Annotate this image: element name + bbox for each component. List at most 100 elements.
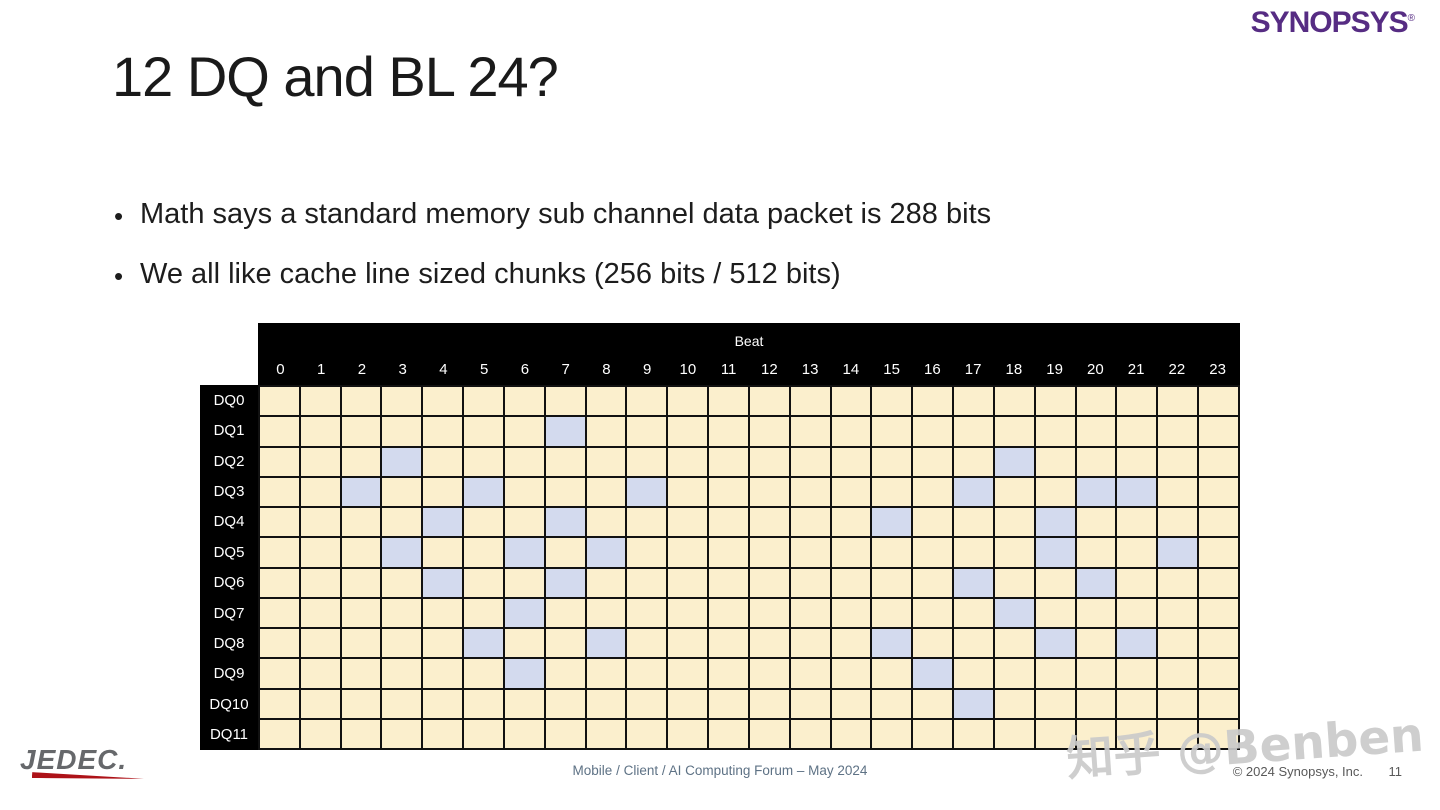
table-cell-DQ0-beat8 xyxy=(586,387,626,416)
table-cell-DQ11-beat12 xyxy=(749,719,789,748)
table-cell-DQ0-beat6 xyxy=(504,387,544,416)
table-cell-DQ4-beat6 xyxy=(504,508,544,537)
table-cell-DQ6-beat8 xyxy=(586,568,626,597)
table-cell-DQ4-beat1 xyxy=(300,508,340,537)
table-cell-DQ2-beat9 xyxy=(627,447,667,476)
table-cell-DQ1-beat19 xyxy=(1035,417,1075,446)
table-cell-DQ8-beat16 xyxy=(913,629,953,658)
table-cell-DQ5-beat18 xyxy=(994,538,1034,567)
table-cell-DQ2-beat17 xyxy=(954,447,993,476)
table-cell-DQ6-beat19 xyxy=(1035,568,1075,597)
table-cell-DQ11-beat1 xyxy=(300,719,340,748)
table-cell-DQ2-beat20 xyxy=(1076,447,1116,476)
table-cell-DQ5-beat22 xyxy=(1158,538,1198,567)
table-cell-DQ5-beat8 xyxy=(586,538,626,567)
table-cell-DQ7-beat2 xyxy=(341,598,381,627)
table-cell-DQ10-beat19 xyxy=(1035,689,1075,718)
beat-column-header: 10 xyxy=(679,360,697,378)
table-cell-DQ4-beat22 xyxy=(1158,508,1198,537)
table-cell-DQ6-beat13 xyxy=(790,568,830,597)
table-cell-DQ5-beat5 xyxy=(464,538,503,567)
table-cell-DQ7-beat22 xyxy=(1158,598,1198,627)
table-cell-DQ9-beat11 xyxy=(709,659,748,688)
table-cell-DQ0-beat10 xyxy=(668,387,708,416)
table-cell-DQ10-beat0 xyxy=(260,689,299,718)
table-cell-DQ10-beat2 xyxy=(341,689,381,718)
table-cell-DQ3-beat10 xyxy=(668,477,708,506)
table-cell-DQ1-beat11 xyxy=(709,417,748,446)
table-cell-DQ9-beat10 xyxy=(668,659,708,688)
beat-column-header: 11 xyxy=(720,360,737,378)
table-cell-DQ9-beat2 xyxy=(341,659,381,688)
table-cell-DQ5-beat7 xyxy=(545,538,585,567)
table-cell-DQ5-beat11 xyxy=(709,538,748,567)
table-cell-DQ3-beat4 xyxy=(423,477,463,506)
table-cell-DQ7-beat16 xyxy=(913,598,953,627)
table-cell-DQ7-beat8 xyxy=(586,598,626,627)
table-cell-DQ11-beat15 xyxy=(872,719,912,748)
beat-column-header: 2 xyxy=(357,360,367,378)
table-cell-DQ8-beat21 xyxy=(1117,629,1157,658)
page-title: 12 DQ and BL 24? xyxy=(112,45,559,108)
table-cell-DQ0-beat21 xyxy=(1117,387,1157,416)
table-cell-DQ6-beat21 xyxy=(1117,568,1157,597)
table-cell-DQ11-beat11 xyxy=(709,719,748,748)
table-cell-DQ3-beat19 xyxy=(1035,477,1075,506)
table-cell-DQ5-beat4 xyxy=(423,538,463,567)
table-cell-DQ8-beat2 xyxy=(341,629,381,658)
table-cell-DQ1-beat22 xyxy=(1158,417,1198,446)
table-cell-DQ2-beat22 xyxy=(1158,447,1198,476)
table-cell-DQ5-beat23 xyxy=(1199,538,1238,567)
table-cell-DQ3-beat16 xyxy=(913,477,953,506)
table-cell-DQ9-beat16 xyxy=(913,659,953,688)
table-cell-DQ3-beat9 xyxy=(627,477,667,506)
dq-row-label: DQ8 xyxy=(213,635,245,653)
table-cell-DQ11-beat18 xyxy=(994,719,1034,748)
table-cell-DQ8-beat0 xyxy=(260,629,299,658)
table-cell-DQ10-beat22 xyxy=(1158,689,1198,718)
table-cell-DQ6-beat7 xyxy=(545,568,585,597)
table-cell-DQ2-beat10 xyxy=(668,447,708,476)
table-cell-DQ6-beat23 xyxy=(1199,568,1238,597)
table-cell-DQ7-beat11 xyxy=(709,598,748,627)
dq-row-label: DQ2 xyxy=(213,452,245,470)
table-cell-DQ8-beat3 xyxy=(382,629,422,658)
table-cell-DQ1-beat8 xyxy=(586,417,626,446)
table-cell-DQ1-beat15 xyxy=(872,417,912,446)
table-cell-DQ0-beat12 xyxy=(749,387,789,416)
table-cell-DQ9-beat8 xyxy=(586,659,626,688)
table-cell-DQ3-beat3 xyxy=(382,477,422,506)
table-cell-DQ2-beat6 xyxy=(504,447,544,476)
table-cell-DQ6-beat15 xyxy=(872,568,912,597)
table-cell-DQ11-beat10 xyxy=(668,719,708,748)
table-cell-DQ10-beat6 xyxy=(504,689,544,718)
table-cell-DQ3-beat13 xyxy=(790,477,830,506)
table-cell-DQ9-beat23 xyxy=(1199,659,1238,688)
bullet-text: Math says a standard memory sub channel … xyxy=(140,198,992,230)
table-cell-DQ9-beat17 xyxy=(954,659,993,688)
dq-row-label: DQ4 xyxy=(213,513,245,531)
table-cell-DQ1-beat23 xyxy=(1199,417,1238,446)
table-cell-DQ5-beat19 xyxy=(1035,538,1075,567)
dq-row-label: DQ10 xyxy=(209,695,249,713)
table-cell-DQ0-beat1 xyxy=(300,387,340,416)
table-cell-DQ1-beat16 xyxy=(913,417,953,446)
table-cell-DQ8-beat20 xyxy=(1076,629,1116,658)
table-cell-DQ2-beat5 xyxy=(464,447,503,476)
table-cell-DQ7-beat3 xyxy=(382,598,422,627)
bullet-list: • Math says a standard memory sub channe… xyxy=(114,198,991,318)
table-cell-DQ8-beat8 xyxy=(586,629,626,658)
table-cell-DQ8-beat22 xyxy=(1158,629,1198,658)
table-cell-DQ3-beat7 xyxy=(545,477,585,506)
table-cell-DQ4-beat18 xyxy=(994,508,1034,537)
beat-column-header: 0 xyxy=(276,360,285,378)
dq-row-label: DQ7 xyxy=(213,604,245,622)
table-cell-DQ5-beat3 xyxy=(382,538,422,567)
table-cell-DQ3-beat23 xyxy=(1199,477,1238,506)
table-cell-DQ11-beat17 xyxy=(954,719,993,748)
table-cell-DQ8-beat1 xyxy=(300,629,340,658)
table-cell-DQ4-beat13 xyxy=(790,508,830,537)
table-cell-DQ0-beat5 xyxy=(464,387,503,416)
